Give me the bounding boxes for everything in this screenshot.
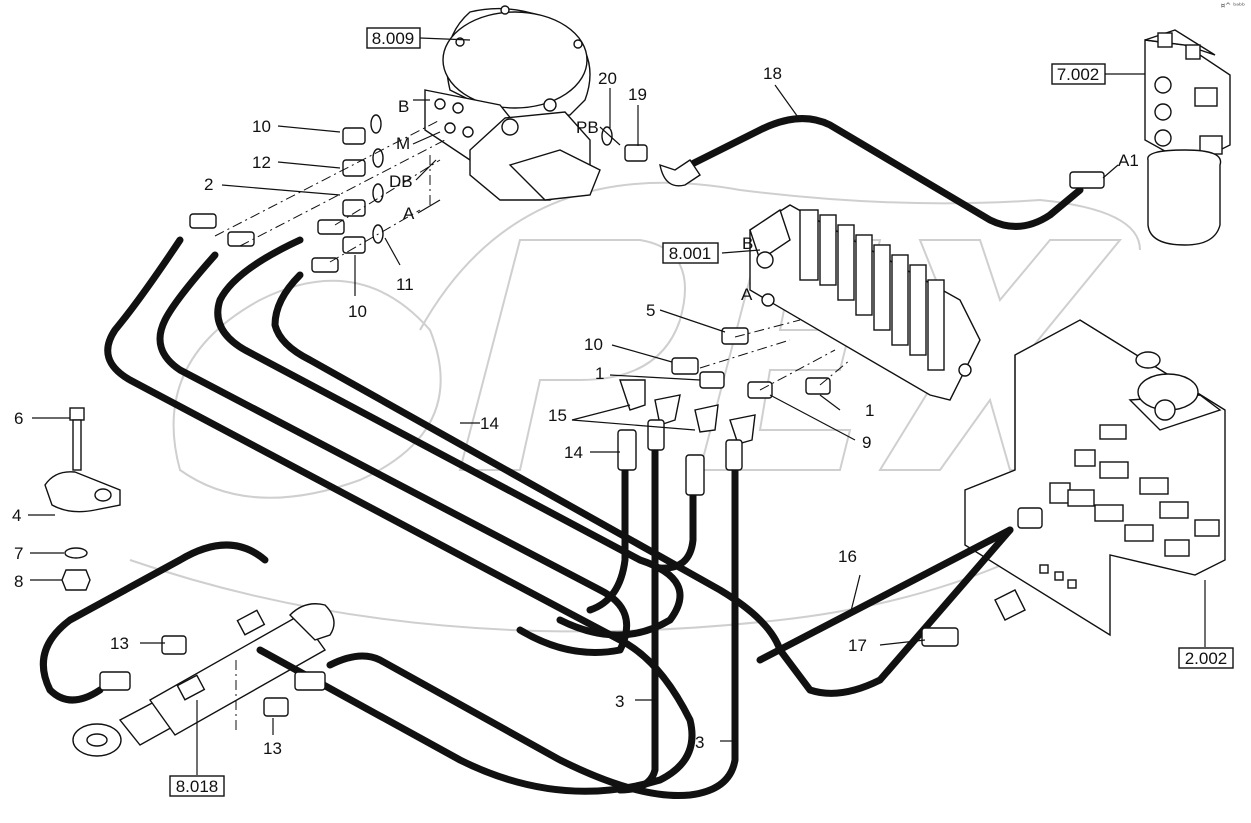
watermark [129, 181, 1141, 633]
callout-8: 8 [14, 572, 23, 591]
callout-20: 20 [598, 69, 617, 88]
hydraulic-tank [964, 319, 1226, 637]
callout-3-left: 3 [615, 692, 624, 711]
callout-12: 12 [252, 153, 271, 172]
callout-10-bottom: 10 [348, 302, 367, 321]
fittings [99, 114, 1105, 717]
callout-11: 11 [396, 275, 414, 294]
callout-18: 18 [763, 64, 782, 83]
accumulator-valve [1144, 29, 1231, 246]
callout-1-left: 1 [595, 364, 604, 383]
ref-label-7002: 7.002 [1057, 65, 1100, 84]
ref-box-8009 [366, 27, 421, 49]
reference-boxes: 8.009 7.002 8.001 2.002 8.018 [169, 27, 1234, 797]
corner-mark: ¤^ ᵇᵃᵇᵇ [1220, 2, 1245, 10]
port-label-valve-b: B [742, 234, 753, 253]
callout-13-bottom: 13 [263, 739, 282, 758]
port-label-a1: A1 [1118, 151, 1139, 170]
port-label-a: A [403, 204, 415, 223]
callout-16: 16 [838, 547, 857, 566]
callout-2: 2 [204, 175, 213, 194]
callout-19: 19 [628, 85, 647, 104]
ref-label-8001: 8.001 [669, 244, 712, 263]
clamp-assembly [44, 407, 121, 591]
callout-numbers: 10 12 2 10 11 20 19 18 5 10 1 15 14 1 9 … [12, 64, 874, 758]
port-label-valve-a: A [741, 285, 753, 304]
ref-box-8018 [169, 775, 225, 797]
callout-14-left: 14 [564, 443, 583, 462]
hoses [39, 115, 1084, 800]
control-valve-block [749, 204, 981, 401]
callout-13-top: 13 [110, 634, 129, 653]
hydraulic-motor [424, 5, 601, 201]
callout-1-right: 1 [865, 401, 874, 420]
ref-box-8001 [662, 242, 719, 264]
callout-14-mid: 14 [480, 414, 499, 433]
callout-9: 9 [862, 433, 871, 452]
callout-3-right: 3 [695, 733, 704, 752]
ref-label-8009: 8.009 [372, 29, 415, 48]
leader-lines [28, 37, 1206, 775]
port-label-db: DB [389, 172, 413, 191]
port-labels: B M DB A PB A1 B A [389, 97, 1139, 304]
port-label-m: M [396, 134, 410, 153]
ref-label-8018: 8.018 [176, 777, 219, 796]
callout-15: 15 [548, 406, 567, 425]
port-label-pb: PB [576, 118, 599, 137]
ref-box-7002 [1051, 63, 1106, 85]
callout-4: 4 [12, 506, 21, 525]
callout-17: 17 [848, 636, 867, 655]
callout-7: 7 [14, 544, 23, 563]
ref-box-2002 [1178, 647, 1234, 669]
callout-5: 5 [646, 301, 655, 320]
port-label-b: B [398, 97, 409, 116]
center-lines [214, 119, 851, 730]
callout-10-mid: 10 [584, 335, 603, 354]
ref-label-2002: 2.002 [1185, 649, 1228, 668]
callout-10-top: 10 [252, 117, 271, 136]
callout-6: 6 [14, 409, 23, 428]
